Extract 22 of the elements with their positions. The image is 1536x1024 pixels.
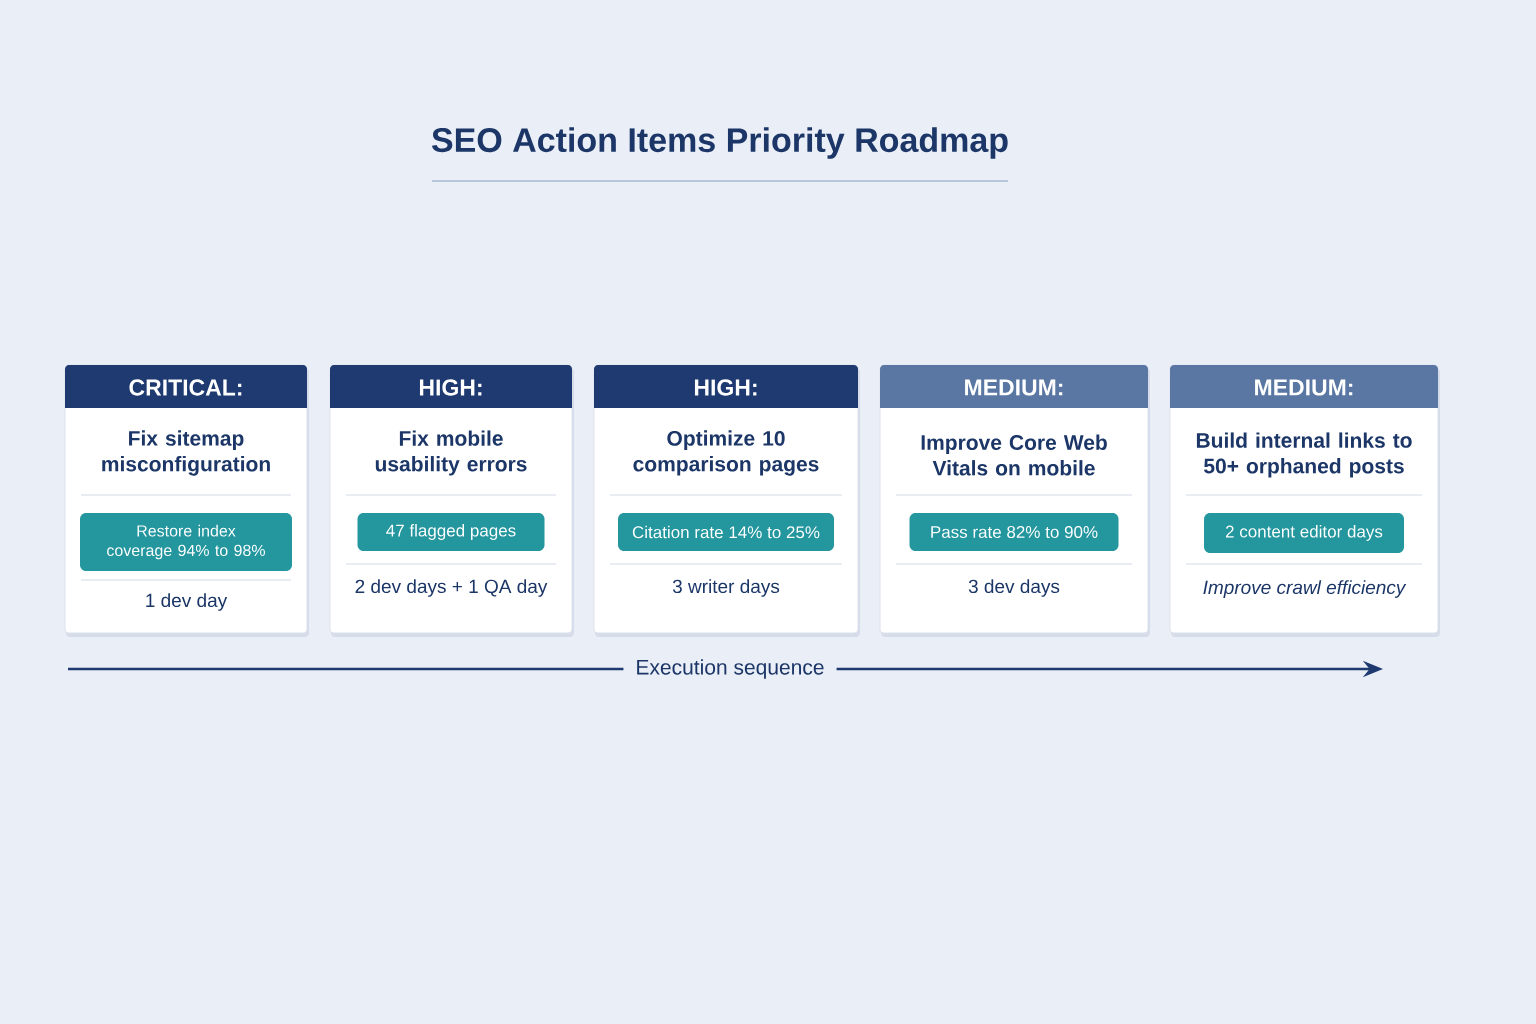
metric-pill: 2 content editor days xyxy=(1204,513,1404,553)
metric-pill: 47 flagged pages xyxy=(357,513,545,551)
metric-pill: Citation rate 14% to 25% xyxy=(618,513,834,551)
effort-text: 3 writer days xyxy=(672,579,780,597)
priority-banner: MEDIUM: xyxy=(880,365,1148,408)
sequence-label: Execution sequence xyxy=(623,655,837,683)
task-title: Fix mobile usability errors xyxy=(375,430,527,476)
priority-banner: MEDIUM: xyxy=(1170,365,1438,408)
task-title: Fix sitemap misconfiguration xyxy=(102,430,270,476)
metric-pill: Pass rate 82% to 90% xyxy=(909,513,1119,551)
metric-pill: Restore index coverage 94% to 98% xyxy=(80,513,292,571)
diagram-title: SEO Action Items Priority Roadmap xyxy=(431,127,1008,159)
priority-banner: HIGH: xyxy=(594,365,858,408)
effort-text: 3 dev days xyxy=(968,579,1060,597)
note-text: Improve crawl efficiency xyxy=(1203,580,1407,598)
priority-banner: HIGH: xyxy=(330,365,572,408)
task-title: Build internal links to 50+ orphaned posts xyxy=(1196,432,1412,478)
effort-text: 1 dev day xyxy=(146,593,228,611)
task-title: Optimize 10 comparison pages xyxy=(633,430,819,476)
priority-banner: CRITICAL: xyxy=(65,365,307,408)
task-title: Improve Core Web Vitals on mobile xyxy=(921,434,1107,476)
effort-text: 2 dev days + 1 QA day xyxy=(355,579,548,597)
